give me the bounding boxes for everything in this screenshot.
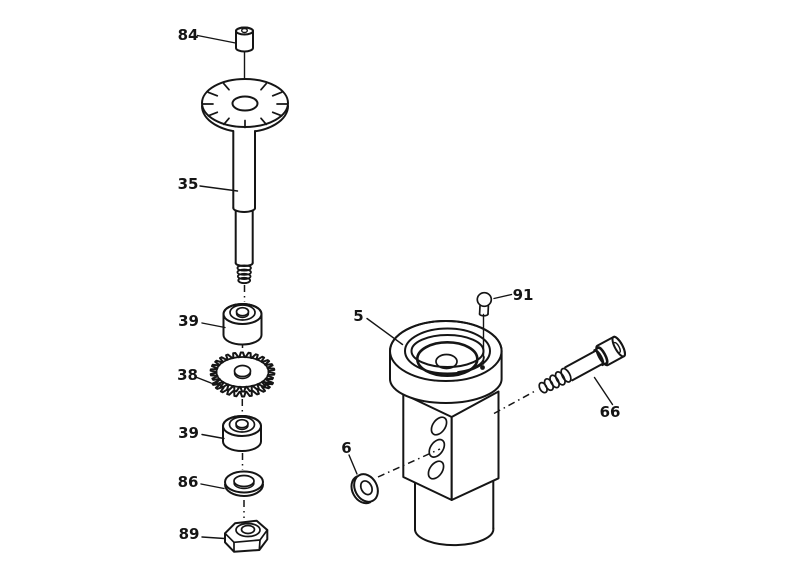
small-washer-drawing [350, 473, 379, 505]
part-label-5: 5 [353, 307, 363, 325]
leader-39-upper [201, 322, 226, 329]
bushing-lower-drawing [222, 415, 262, 452]
callout-38: 38 [177, 366, 212, 384]
part-label-91: 91 [513, 286, 534, 304]
washer-bore [359, 480, 373, 496]
bore-floor [415, 340, 479, 377]
part-label-86: 86 [178, 473, 199, 491]
part-label-89: 89 [179, 525, 200, 543]
block-hole-3 [427, 460, 445, 480]
socket-recess [613, 341, 621, 354]
part-label-39-lower: 39 [178, 424, 199, 442]
flat-washer-drawing [224, 470, 264, 497]
housing-top-drawing [389, 320, 503, 404]
leader-5 [366, 317, 404, 346]
block-hole-2 [428, 438, 446, 458]
dial-tick-marks [201, 82, 289, 129]
callout-35: 35 [178, 175, 239, 193]
leader-84 [196, 34, 237, 44]
set-screw-head [476, 291, 493, 308]
part-label-6: 6 [341, 439, 351, 457]
housing-block [402, 390, 500, 501]
washer-thickness [224, 483, 264, 497]
hex-nut-drawing [224, 519, 269, 553]
leader-38 [196, 376, 212, 384]
block-right-face [450, 390, 500, 501]
callout-84: 84 [178, 26, 237, 44]
set-screw-drawing [476, 291, 493, 365]
bolt-axis-centerline [377, 389, 538, 478]
leader-86 [200, 483, 225, 490]
callout-6: 6 [341, 439, 358, 475]
screw-head [595, 335, 626, 367]
nut-bore [240, 524, 256, 535]
callout-39-lower: 39 [178, 424, 225, 442]
leader-89 [201, 536, 226, 540]
set-screw-hole [480, 365, 485, 370]
screw-thread-coils [538, 367, 572, 394]
callouts: 84 35 39 38 39 86 89 5 [177, 26, 620, 543]
block-hole-1 [430, 416, 448, 436]
callout-5: 5 [353, 307, 404, 346]
bushing-upper-drawing [222, 303, 263, 346]
housing-center-hole [435, 353, 458, 370]
part-label-38: 38 [177, 366, 198, 384]
callout-39-upper: 39 [178, 312, 226, 330]
callout-89: 89 [179, 525, 226, 543]
gear-drawing [209, 351, 276, 398]
housing-lower-cylinder [414, 479, 495, 547]
leader-35 [199, 185, 239, 192]
part-label-84: 84 [178, 26, 199, 44]
callout-66: 66 [593, 376, 621, 421]
part-label-39-upper: 39 [178, 312, 199, 330]
leader-39-lower [201, 433, 225, 440]
washer-thickness [350, 475, 372, 505]
shaft-thread-coils [236, 264, 252, 285]
leader-6 [348, 454, 358, 475]
knob-cap-drawing [235, 26, 254, 98]
part-label-66: 66 [600, 403, 621, 421]
dial-center-hole [231, 95, 259, 112]
cap-screw-drawing [538, 335, 626, 394]
leader-91 [493, 293, 513, 300]
leader-66 [593, 376, 614, 406]
part-label-35: 35 [178, 175, 199, 193]
callout-86: 86 [178, 473, 225, 491]
callout-91: 91 [493, 286, 534, 304]
dial-shaft-drawing [201, 78, 289, 285]
gear-bore [233, 364, 252, 378]
